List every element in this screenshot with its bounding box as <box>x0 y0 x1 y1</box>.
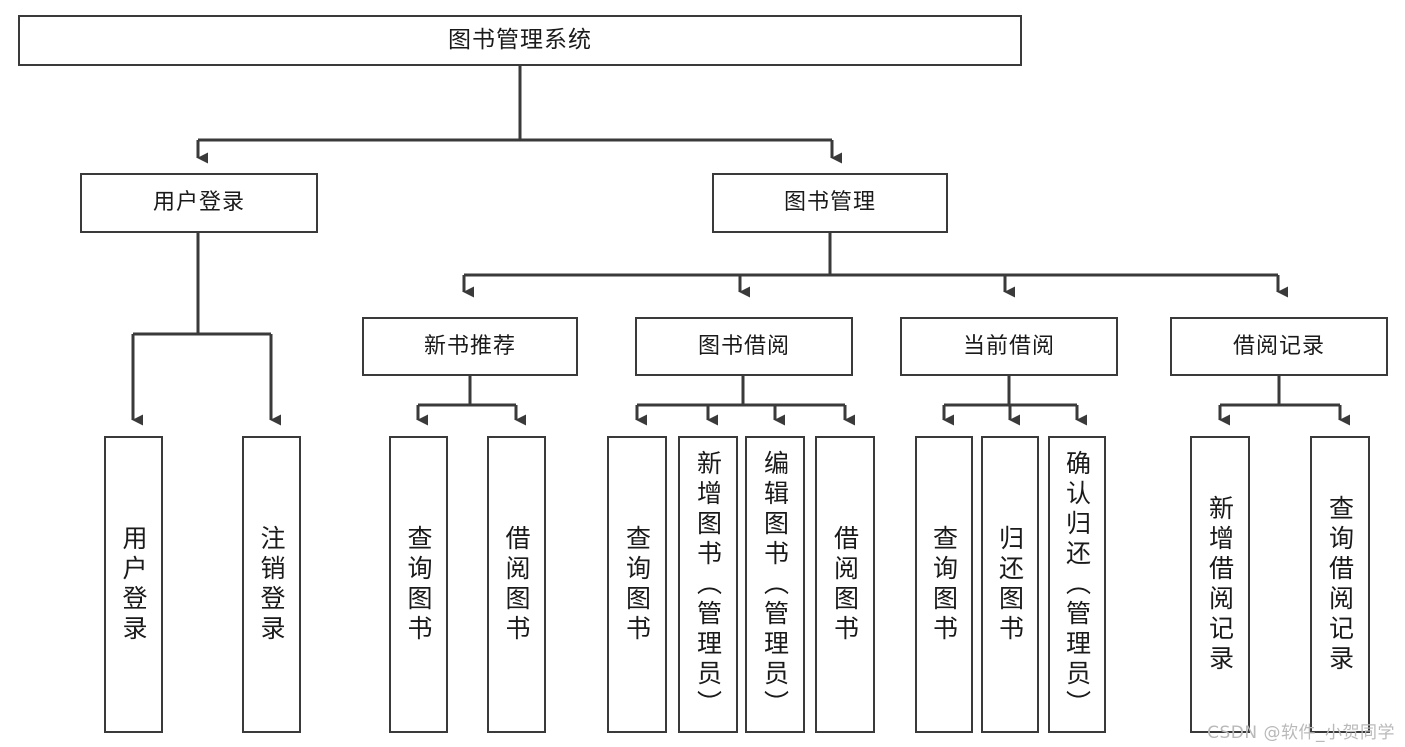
leaf-confirm-return-admin[interactable]: 确认归还（管理员） <box>1048 436 1106 733</box>
node-label: 用户登录 <box>152 190 245 216</box>
node-user-login[interactable]: 用户登录 <box>80 173 318 233</box>
watermark: CSDN @软件_小贺同学 <box>1207 723 1395 743</box>
leaf-logout[interactable]: 注销登录 <box>242 436 301 733</box>
node-label: 确认归还（管理员） <box>1062 449 1092 720</box>
node-borrow-record[interactable]: 借阅记录 <box>1170 317 1388 376</box>
node-label: 借阅图书 <box>830 524 860 645</box>
node-label: 查询图书 <box>622 524 652 645</box>
leaf-query-borrow-record[interactable]: 查询借阅记录 <box>1310 436 1370 733</box>
leaf-borrow-book-recommend[interactable]: 借阅图书 <box>487 436 546 733</box>
node-root-system[interactable]: 图书管理系统 <box>18 15 1022 66</box>
node-label: 当前借阅 <box>962 333 1055 359</box>
node-label: 图书管理系统 <box>448 26 592 53</box>
node-book-management[interactable]: 图书管理 <box>712 173 948 233</box>
node-label: 查询图书 <box>404 524 433 645</box>
node-label: 编辑图书（管理员） <box>760 449 790 720</box>
node-label: 借阅图书 <box>502 524 531 645</box>
node-current-borrow[interactable]: 当前借阅 <box>900 317 1118 376</box>
leaf-borrow-book[interactable]: 借阅图书 <box>815 436 875 733</box>
leaf-add-book-admin[interactable]: 新增图书（管理员） <box>678 436 738 733</box>
node-label: 新增借阅记录 <box>1205 494 1235 675</box>
node-label: 归还图书 <box>995 524 1025 645</box>
leaf-add-borrow-record[interactable]: 新增借阅记录 <box>1190 436 1250 733</box>
node-label: 查询图书 <box>929 524 959 645</box>
node-label: 查询借阅记录 <box>1325 494 1355 675</box>
node-label: 用户登录 <box>119 524 148 645</box>
node-label: 注销登录 <box>257 524 286 645</box>
node-label: 新书推荐 <box>423 333 516 359</box>
leaf-query-book-borrow[interactable]: 查询图书 <box>607 436 667 733</box>
node-label: 借阅记录 <box>1232 333 1325 359</box>
leaf-query-book-recommend[interactable]: 查询图书 <box>389 436 448 733</box>
node-book-borrow[interactable]: 图书借阅 <box>635 317 853 376</box>
node-label: 图书借阅 <box>697 333 790 359</box>
leaf-query-book-current[interactable]: 查询图书 <box>915 436 973 733</box>
leaf-user-login[interactable]: 用户登录 <box>104 436 163 733</box>
leaf-return-book[interactable]: 归还图书 <box>981 436 1039 733</box>
leaf-edit-book-admin[interactable]: 编辑图书（管理员） <box>745 436 805 733</box>
node-new-book-recommend[interactable]: 新书推荐 <box>362 317 578 376</box>
node-label: 新增图书（管理员） <box>693 449 723 720</box>
node-label: 图书管理 <box>783 190 876 216</box>
